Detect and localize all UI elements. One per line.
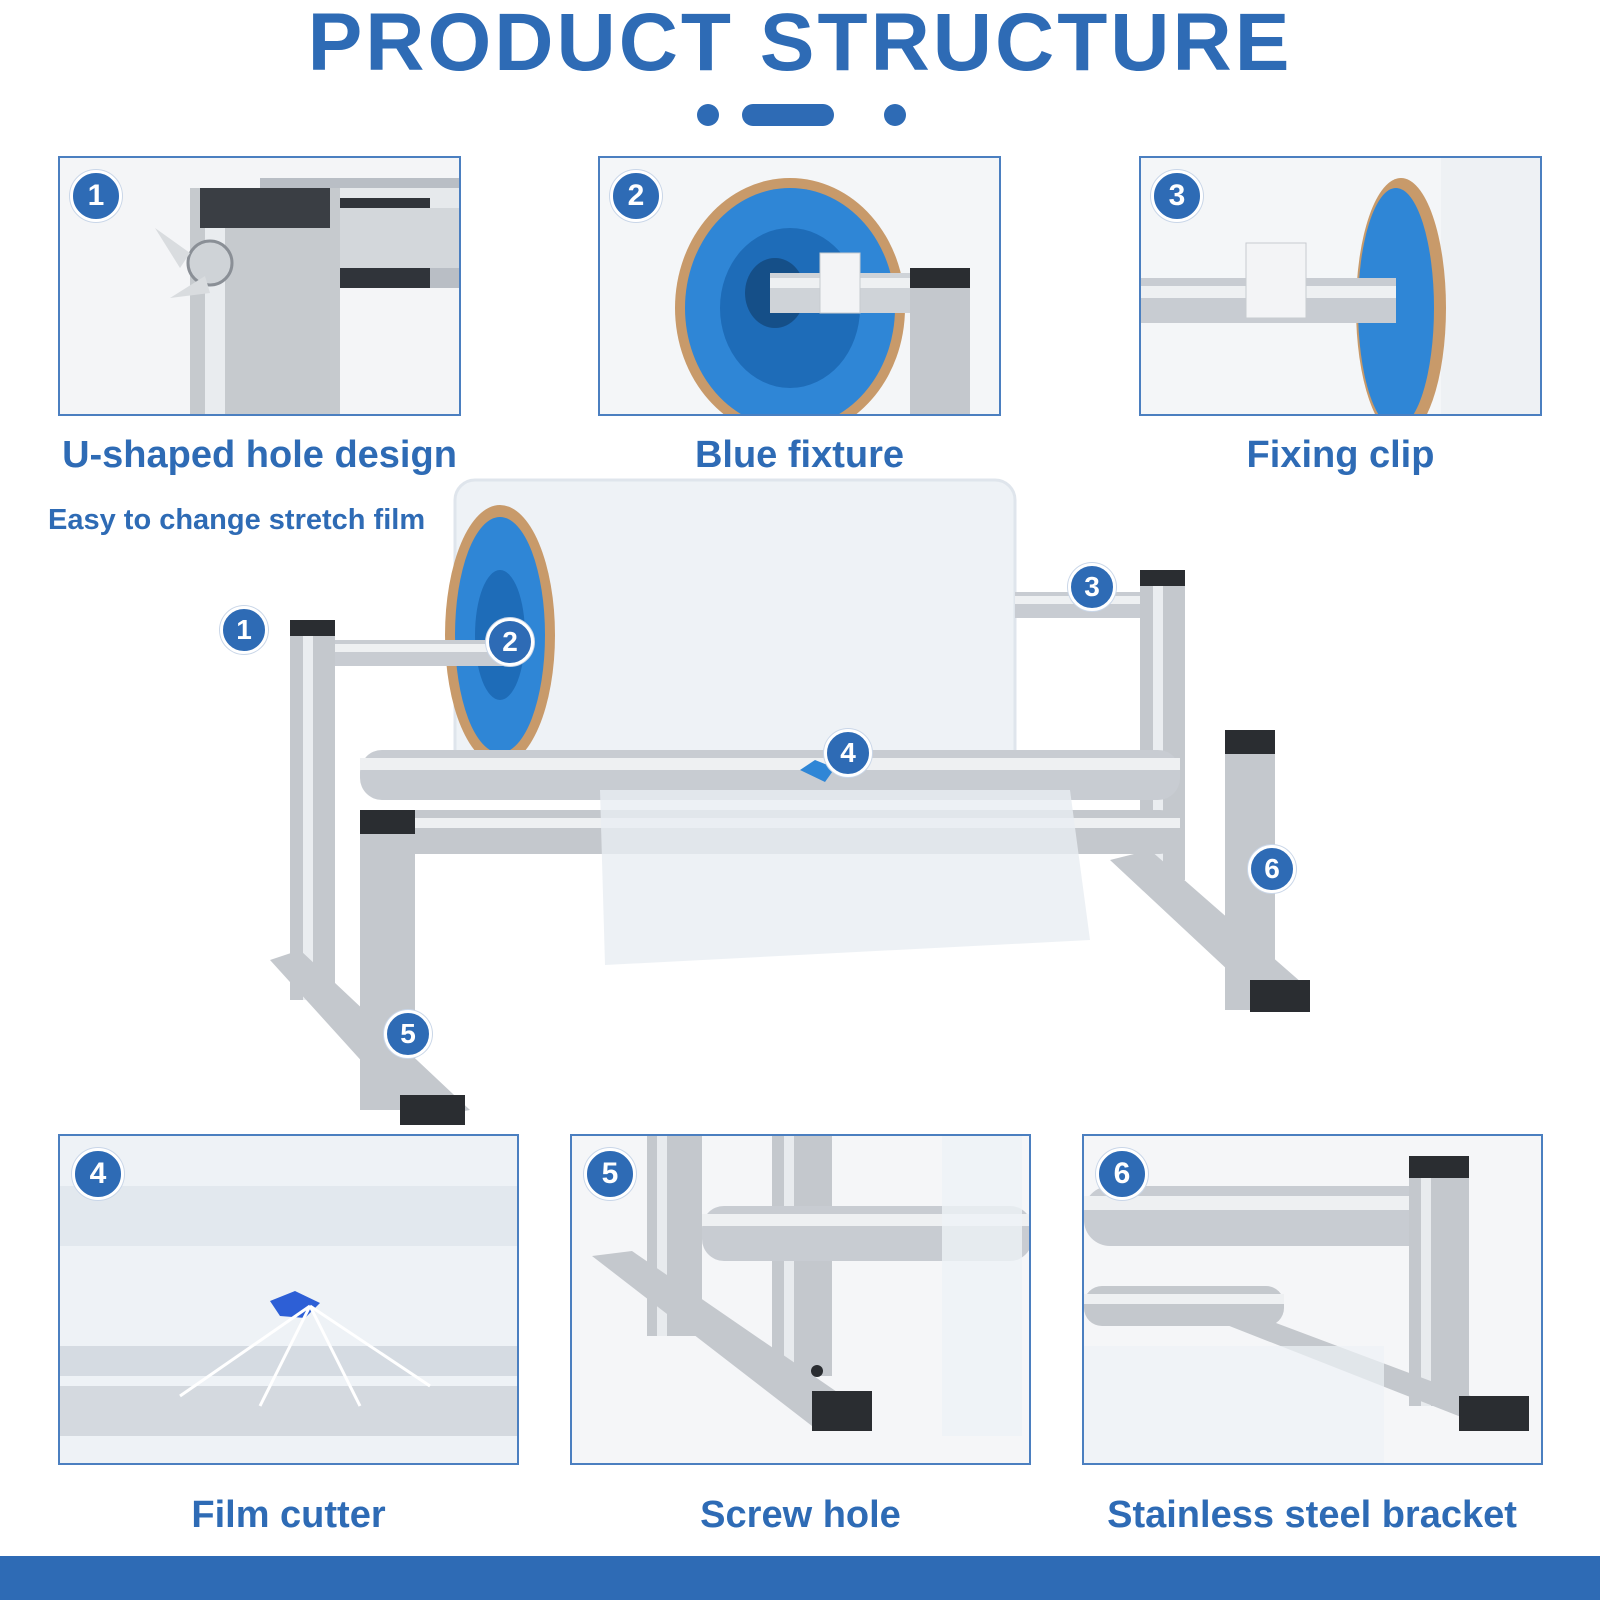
title-divider: [0, 104, 1600, 128]
fixing-clip-illustration: [1141, 158, 1540, 414]
callout-badge-1: 1: [220, 606, 268, 654]
divider-dash: [742, 104, 834, 126]
detail-panel-fixing-clip: 3: [1139, 156, 1542, 416]
caption-screw-hole: Screw hole: [700, 1494, 901, 1536]
badge-4: 4: [72, 1148, 124, 1200]
film-dispenser-illustration: [270, 478, 1310, 1125]
detail-panel-blue-fixture: 2: [598, 156, 1001, 416]
main-product-image: 1 2 3 4 5 6: [210, 470, 1360, 1140]
film-cutter-illustration: [60, 1136, 517, 1463]
badge-5: 5: [584, 1148, 636, 1200]
caption-blue-fixture: Blue fixture: [694, 434, 905, 476]
badge-6: 6: [1096, 1148, 1148, 1200]
caption-film-cutter: Film cutter: [191, 1494, 386, 1536]
callout-badge-4: 4: [824, 729, 872, 777]
screw-hole-illustration: [572, 1136, 1029, 1463]
divider-dot-right: [884, 104, 906, 126]
detail-panel-screw-hole: 5: [570, 1134, 1031, 1465]
detail-panel-u-shaped-hole: 1: [58, 156, 461, 416]
badge-2: 2: [610, 170, 662, 222]
caption-u-shaped-hole: U-shaped hole design: [62, 434, 457, 476]
u-shaped-hole-illustration: [60, 158, 459, 414]
caption-fixing-clip: Fixing clip: [1246, 434, 1435, 476]
callout-badge-6: 6: [1248, 845, 1296, 893]
badge-3: 3: [1151, 170, 1203, 222]
blue-fixture-illustration: [600, 158, 999, 414]
footer-bar: [0, 1556, 1600, 1600]
subcaption-u-shaped-hole: Easy to change stretch film: [48, 504, 426, 536]
detail-panel-film-cutter: 4: [58, 1134, 519, 1465]
callout-badge-3: 3: [1068, 563, 1116, 611]
stainless-bracket-illustration: [1084, 1136, 1541, 1463]
badge-1: 1: [70, 170, 122, 222]
callout-badge-2: 2: [486, 618, 534, 666]
detail-panel-stainless-bracket: 6: [1082, 1134, 1543, 1465]
callout-badge-5: 5: [384, 1010, 432, 1058]
divider-dot-left: [697, 104, 719, 126]
caption-stainless-bracket: Stainless steel bracket: [1107, 1494, 1517, 1536]
page-title: PRODUCT STRUCTURE: [307, 0, 1293, 88]
